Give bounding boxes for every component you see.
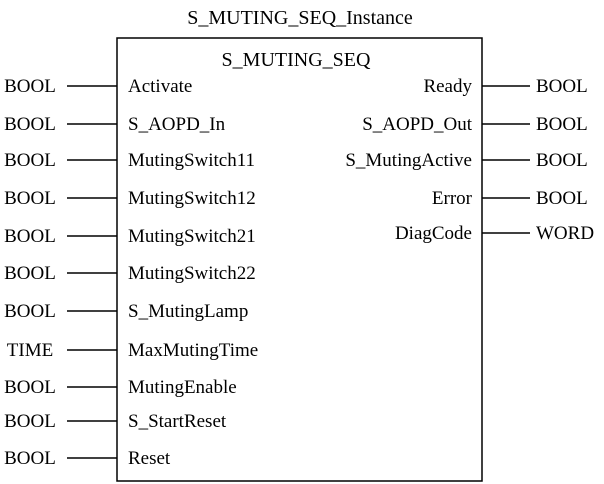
input-pin-name: Activate: [128, 76, 192, 97]
input-pin-name: MutingEnable: [128, 377, 237, 398]
output-pin: DiagCode WORD: [395, 223, 594, 244]
input-pin-name: MutingSwitch21: [128, 226, 256, 247]
input-type-label: BOOL: [4, 76, 56, 97]
input-pin-name: S_AOPD_In: [128, 114, 226, 135]
instance-name: S_MUTING_SEQ_Instance: [187, 7, 413, 29]
input-pin-name: S_MutingLamp: [128, 301, 248, 322]
input-pin-name: MaxMutingTime: [128, 340, 258, 361]
output-type-label: BOOL: [536, 188, 588, 209]
input-pin-name: MutingSwitch12: [128, 188, 256, 209]
input-pin: BOOL MutingSwitch22: [4, 263, 256, 284]
input-pin: BOOL MutingEnable: [4, 377, 237, 398]
output-type-label: WORD: [536, 223, 594, 244]
function-block-box: [116, 37, 483, 482]
input-pin-name: MutingSwitch11: [128, 150, 255, 171]
output-type-label: BOOL: [536, 76, 588, 97]
input-pin: BOOL Activate: [4, 76, 192, 97]
output-pin: Error BOOL: [432, 188, 588, 209]
output-pin-name: Error: [432, 188, 473, 209]
input-type-label: BOOL: [4, 411, 56, 432]
output-type-label: BOOL: [536, 114, 588, 135]
input-pin: BOOL Reset: [4, 448, 171, 469]
input-pin: BOOL S_MutingLamp: [4, 301, 248, 322]
input-type-label: BOOL: [4, 448, 56, 469]
input-type-label: BOOL: [4, 114, 56, 135]
output-pin: S_MutingActive BOOL: [345, 150, 587, 171]
input-type-label: BOOL: [4, 263, 56, 284]
input-type-label: BOOL: [4, 226, 56, 247]
input-type-label: BOOL: [4, 377, 56, 398]
output-pin-name: S_MutingActive: [345, 150, 472, 171]
input-type-label: BOOL: [4, 188, 56, 209]
input-pin: BOOL MutingSwitch12: [4, 188, 256, 209]
output-pin-name: DiagCode: [395, 223, 472, 244]
input-pin: BOOL MutingSwitch11: [4, 150, 255, 171]
input-pin: BOOL S_StartReset: [4, 411, 227, 432]
input-pin-name: S_StartReset: [128, 411, 227, 432]
input-type-label: BOOL: [4, 150, 56, 171]
input-pin: BOOL MutingSwitch21: [4, 226, 256, 247]
input-type-label: BOOL: [4, 301, 56, 322]
output-pin-name: S_AOPD_Out: [362, 114, 473, 135]
output-pin: S_AOPD_Out BOOL: [362, 114, 588, 135]
input-pin: TIME MaxMutingTime: [7, 340, 258, 361]
input-pin-name: Reset: [128, 448, 171, 469]
output-pin-name: Ready: [423, 76, 472, 97]
input-type-label: TIME: [7, 340, 53, 361]
output-pin: Ready BOOL: [423, 76, 587, 97]
output-type-label: BOOL: [536, 150, 588, 171]
input-pin-name: MutingSwitch22: [128, 263, 256, 284]
block-type-name: S_MUTING_SEQ: [222, 49, 371, 71]
input-pin: BOOL S_AOPD_In: [4, 114, 225, 135]
